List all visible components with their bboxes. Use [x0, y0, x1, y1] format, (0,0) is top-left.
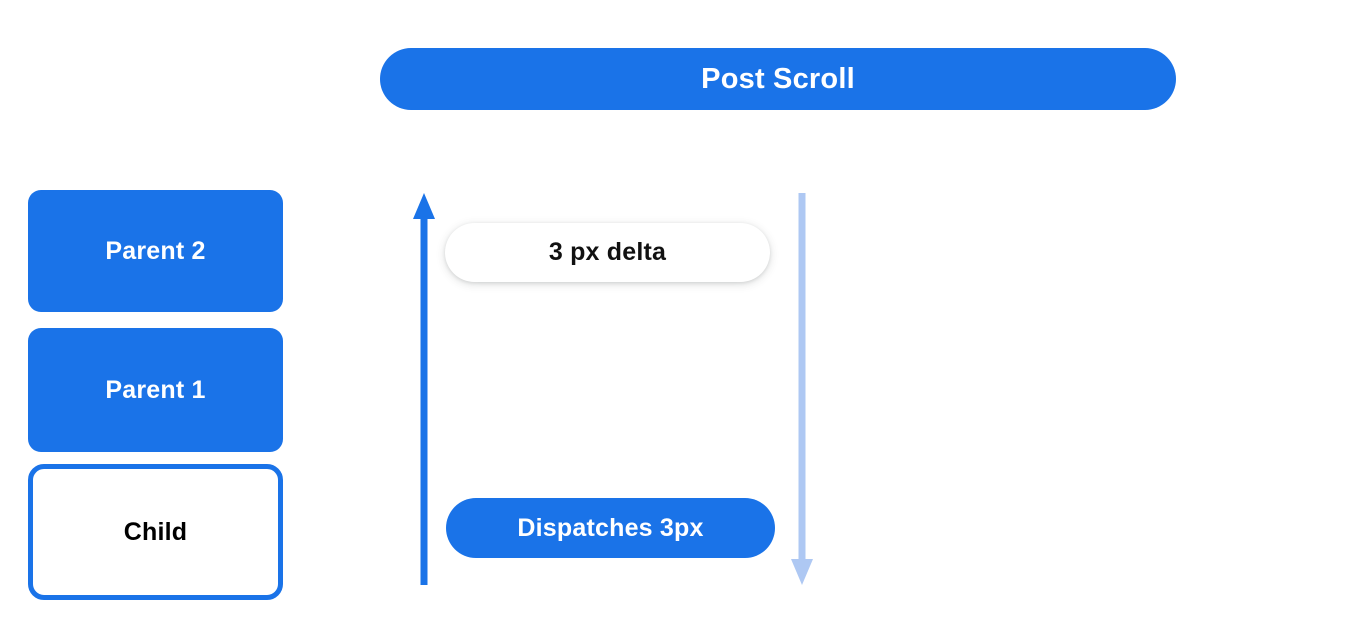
scroll-chain-box-child: Child	[28, 464, 283, 600]
scroll-chain-box-parent-2: Parent 2	[28, 190, 283, 312]
delta-callout-label: 3 px delta	[548, 238, 667, 266]
scroll-down-arrow-icon	[791, 193, 813, 585]
scroll-chain-box-parent-2-label: Parent 2	[105, 236, 206, 265]
post-scroll-header-label: Post Scroll	[701, 62, 855, 95]
scroll-chain-stack: Parent 2 Parent 1 Child	[28, 190, 283, 600]
dispatch-callout-label: Dispatches 3px	[517, 513, 704, 542]
scroll-chain-box-parent-1-label: Parent 1	[105, 375, 206, 404]
dispatch-callout-pill: Dispatches 3px	[446, 498, 775, 558]
delta-callout-pill: 3 px delta	[445, 223, 770, 282]
post-scroll-header-banner: Post Scroll	[380, 48, 1176, 110]
scroll-chain-box-child-label: Child	[123, 517, 188, 546]
scroll-chain-box-parent-1: Parent 1	[28, 328, 283, 452]
scroll-up-arrow-icon	[413, 193, 435, 585]
